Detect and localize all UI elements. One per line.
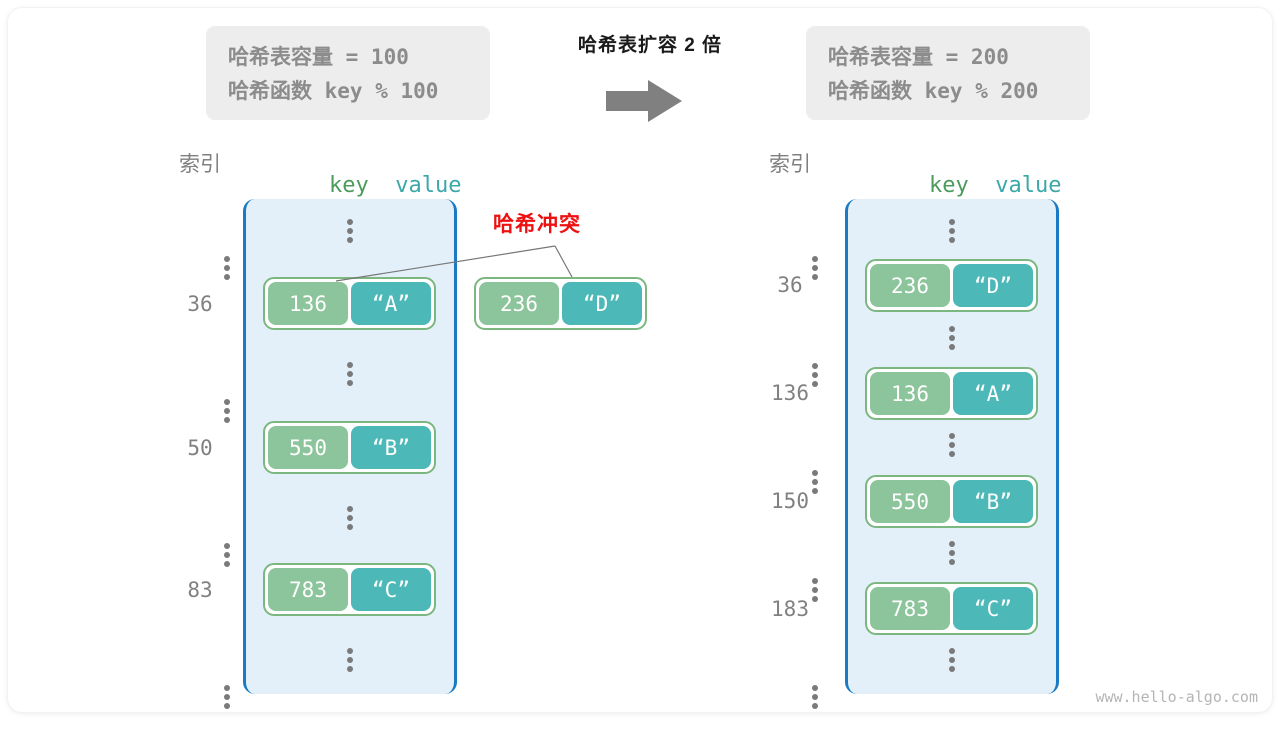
right-index-header: 索引 — [769, 153, 811, 176]
right-index-5: 150 — [771, 489, 809, 513]
right-index-1: 36 — [777, 273, 803, 297]
right-index-0 — [752, 221, 828, 306]
left-entry-50: 550 “B” — [263, 421, 436, 474]
left-index-header: 索引 — [179, 153, 221, 176]
left-entry-83: 783 “C” — [263, 563, 436, 616]
colliding-entry-236: 236 “D” — [474, 277, 647, 330]
right-key-header: key — [928, 173, 969, 198]
left-index-0 — [172, 221, 231, 306]
left-hash-function-line: 哈希函数 key % 100 — [228, 79, 439, 103]
right-hash-function-line: 哈希函数 key % 200 — [828, 79, 1039, 103]
right-row-ellipsis-4 — [948, 433, 956, 457]
left-index-6 — [172, 650, 231, 735]
right-index-3: 136 — [771, 381, 809, 405]
right-entry-36-value: “D” — [953, 264, 1033, 307]
right-entry-150-key: 550 — [870, 480, 950, 523]
ellipsis-icon — [811, 470, 819, 494]
ellipsis-icon — [811, 578, 819, 602]
left-row-ellipsis-0 — [346, 219, 354, 243]
right-index-8 — [752, 650, 828, 735]
left-key-header: key — [328, 173, 369, 198]
right-row-ellipsis-2 — [948, 326, 956, 350]
right-arrow-icon — [606, 80, 682, 122]
left-row-ellipsis-4 — [346, 506, 354, 530]
right-entry-136: 136 “A” — [865, 367, 1038, 420]
watermark: www.hello-algo.com — [1095, 688, 1258, 706]
left-row-ellipsis-2 — [346, 362, 354, 386]
right-index-2 — [752, 328, 828, 413]
ellipsis-icon — [811, 256, 819, 280]
right-index-6 — [752, 543, 828, 628]
ellipsis-icon — [223, 256, 231, 280]
ellipsis-icon — [223, 543, 231, 567]
right-index-7: 183 — [771, 597, 809, 621]
right-index-4 — [752, 435, 828, 520]
right-capacity-line: 哈希表容量 = 200 — [828, 45, 1009, 69]
right-value-header: value — [995, 173, 1062, 198]
right-entry-150: 550 “B” — [865, 475, 1038, 528]
right-entry-36: 236 “D” — [865, 259, 1038, 312]
left-hash-config-box: 哈希表容量 = 100 哈希函数 key % 100 — [206, 26, 490, 120]
left-value-header: value — [395, 173, 462, 198]
left-entry-36-key: 136 — [268, 282, 348, 325]
card-frame — [8, 8, 1272, 712]
diagram-canvas: 哈希表容量 = 100 哈希函数 key % 100 哈希表扩容 2 倍 哈希表… — [8, 8, 1272, 712]
left-entry-50-key: 550 — [268, 426, 348, 469]
left-index-4 — [172, 508, 231, 593]
left-entry-83-value: “C” — [351, 568, 431, 611]
expansion-caption: 哈希表扩容 2 倍 — [577, 35, 723, 56]
left-entry-36-value: “A” — [351, 282, 431, 325]
left-index-2 — [172, 364, 231, 449]
ellipsis-icon — [223, 685, 231, 709]
right-entry-183-value: “C” — [953, 587, 1033, 630]
left-index-5: 83 — [187, 578, 213, 602]
left-index-1: 36 — [187, 292, 213, 316]
left-entry-36: 136 “A” — [263, 277, 436, 330]
left-row-ellipsis-6 — [346, 648, 354, 672]
right-entry-183-key: 783 — [870, 587, 950, 630]
right-entry-136-value: “A” — [953, 372, 1033, 415]
right-entry-136-key: 136 — [870, 372, 950, 415]
left-index-3: 50 — [187, 436, 213, 460]
right-row-ellipsis-8 — [948, 648, 956, 672]
right-row-ellipsis-0 — [948, 219, 956, 243]
right-entry-183: 783 “C” — [865, 582, 1038, 635]
right-row-ellipsis-6 — [948, 541, 956, 565]
ellipsis-icon — [811, 363, 819, 387]
right-hash-config-box: 哈希表容量 = 200 哈希函数 key % 200 — [806, 26, 1090, 120]
ellipsis-icon — [811, 685, 819, 709]
left-entry-50-value: “B” — [351, 426, 431, 469]
colliding-entry-value: “D” — [562, 282, 642, 325]
left-capacity-line: 哈希表容量 = 100 — [228, 45, 409, 69]
left-entry-83-key: 783 — [268, 568, 348, 611]
right-entry-150-value: “B” — [953, 480, 1033, 523]
collision-label: 哈希冲突 — [493, 213, 581, 236]
ellipsis-icon — [223, 399, 231, 423]
colliding-entry-key: 236 — [479, 282, 559, 325]
right-entry-36-key: 236 — [870, 264, 950, 307]
